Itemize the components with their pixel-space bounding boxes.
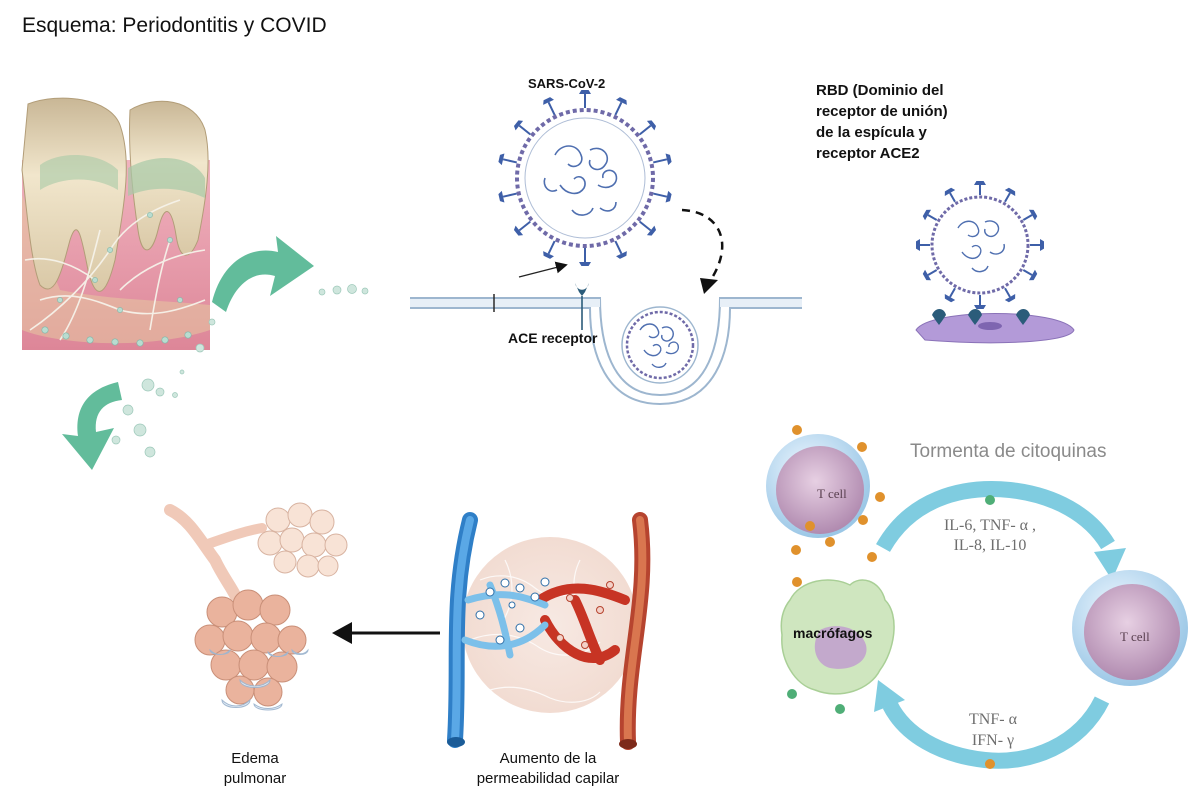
bacteria-dots	[111, 284, 369, 458]
periodontal-tissue	[21, 97, 210, 350]
spike-stalk	[949, 287, 956, 298]
cytokine-line: IFN- γ	[971, 732, 1015, 749]
permeability-label-line: permeabilidad capilar	[476, 770, 620, 787]
spike-protein	[498, 153, 505, 166]
spike-stalk	[547, 240, 556, 255]
t-cell-label-top: T cell	[817, 486, 847, 501]
spike-protein	[616, 251, 627, 259]
spike-protein	[543, 251, 554, 259]
cytokine-line: TNF- α	[969, 711, 1017, 728]
spike-protein	[944, 293, 956, 303]
spike-protein	[646, 225, 657, 236]
spike-stalk	[639, 124, 652, 136]
permeability-label: Aumento de la permeabilidad capilar	[448, 749, 648, 789]
spike-protein	[1004, 293, 1016, 303]
spike-stalk	[614, 101, 623, 116]
spike-protein	[916, 239, 920, 251]
macrophage	[780, 579, 895, 695]
membrane	[410, 294, 802, 406]
spike-protein	[1028, 269, 1038, 281]
spike-protein	[1004, 187, 1016, 197]
spike-stalk	[927, 269, 938, 276]
endocytosed-virus	[621, 306, 699, 384]
arrow-to-edema	[332, 622, 440, 644]
edema-label-line: Edema	[231, 750, 279, 767]
pointer-arrow	[518, 261, 568, 278]
spike-stalk	[502, 158, 517, 164]
sars-cov-2-virus	[498, 90, 672, 266]
cytokine-line: IL-6, TNF- α ,	[943, 517, 1037, 534]
alveoli-illustration	[164, 502, 348, 711]
cytokine-cycle	[874, 481, 1126, 769]
spike-stalk	[518, 124, 531, 136]
spike-protein	[579, 90, 591, 94]
spike-stalk	[1022, 214, 1033, 221]
permeability-label-line: Aumento de la	[499, 750, 597, 767]
cytokines-bottom-label: TNF- α IFN- γ	[958, 709, 1028, 751]
spike-protein	[513, 120, 524, 131]
spike-protein	[616, 97, 627, 105]
spike-stalk	[614, 240, 623, 255]
spike-protein	[665, 190, 672, 203]
diagram-title: Esquema: Periodontitis y COVID	[22, 14, 327, 37]
spike-protein	[543, 97, 554, 105]
curved-arrow-right	[212, 236, 314, 312]
virus-label: SARS-CoV-2	[528, 76, 606, 91]
spike-protein	[974, 181, 986, 185]
rbd-label-line: receptor de unión)	[816, 103, 948, 120]
spike-protein	[1040, 239, 1044, 251]
rbd-label-line: de la espícula y	[816, 124, 927, 141]
spike-protein	[498, 190, 505, 203]
spike-stalk	[1004, 287, 1011, 298]
t-cell-right	[1072, 570, 1188, 686]
cytokine-storm-label: Tormenta de citoquinas	[910, 441, 1107, 462]
spike-stalk	[927, 214, 938, 221]
rbd-label: RBD (Dominio del receptor de unión) de l…	[816, 80, 1036, 164]
rbd-label-line: RBD (Dominio del	[816, 82, 944, 99]
spike-protein	[944, 187, 956, 197]
spike-protein	[513, 225, 524, 236]
spike-protein	[646, 120, 657, 131]
spike-protein	[922, 269, 932, 281]
cytokine-dots	[787, 425, 995, 769]
edema-label-line: pulmonar	[223, 770, 287, 787]
edema-label: Edema pulmonar	[210, 749, 300, 789]
spike-stalk	[502, 192, 517, 198]
spike-protein	[974, 305, 986, 309]
spike-stalk	[949, 192, 956, 203]
spike-protein	[665, 153, 672, 166]
spike-stalk	[653, 192, 668, 198]
ace-receptor	[575, 283, 589, 330]
spike-stalk	[639, 220, 652, 232]
dashed-arrow	[681, 208, 724, 285]
t-cell-top	[766, 434, 870, 538]
spike-stalk	[1022, 269, 1033, 276]
t-cell-label-right: T cell	[1120, 629, 1150, 644]
curved-arrow-down	[62, 382, 122, 470]
capillary-illustration	[447, 512, 651, 750]
spike-stalk	[1004, 192, 1011, 203]
macrophage-label: macrófagos	[793, 625, 873, 641]
spike-protein	[922, 209, 932, 221]
virus-binding-ace2	[915, 181, 1075, 344]
spike-protein	[1028, 209, 1038, 221]
rbd-label-line: receptor ACE2	[816, 145, 920, 162]
spike-stalk	[653, 158, 668, 164]
cytokine-line: IL-8, IL-10	[953, 537, 1027, 554]
spike-stalk	[518, 220, 531, 232]
spike-stalk	[547, 101, 556, 116]
cytokines-top-label: IL-6, TNF- α , IL-8, IL-10	[930, 516, 1050, 556]
ace-receptor-label: ACE receptor	[508, 330, 598, 346]
spike-protein	[579, 262, 591, 266]
